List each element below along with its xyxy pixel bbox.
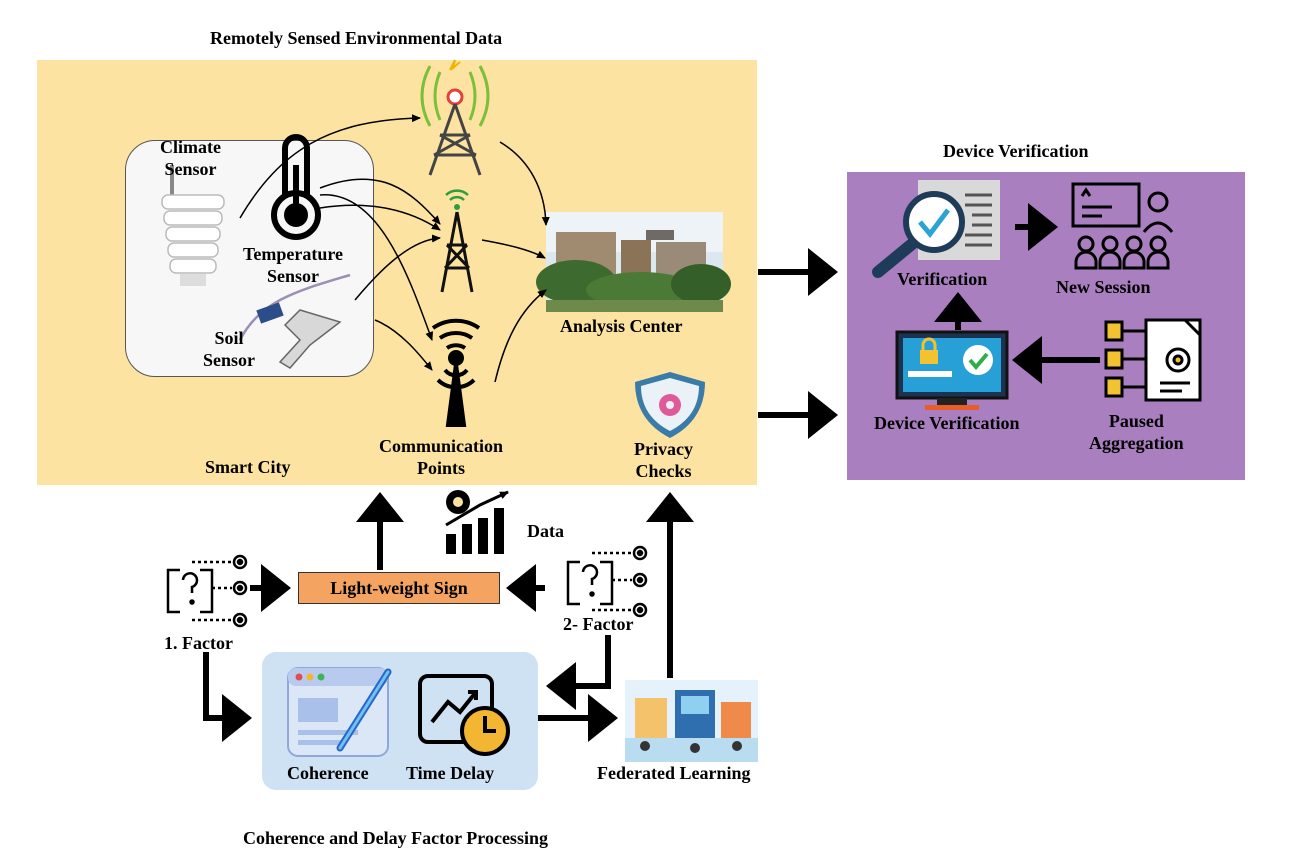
- analysis-center-label: Analysis Center: [560, 316, 683, 336]
- signal-tower-icon: [420, 59, 490, 176]
- factor1-label: 1. Factor: [164, 633, 233, 653]
- climate-sensor-label: Climate Sensor: [160, 137, 221, 179]
- device-verification-label: Device Verification: [874, 413, 1020, 433]
- communication-points-label: Communication Points: [379, 436, 504, 478]
- temperature-sensor-label: Temperature Sensor: [243, 244, 343, 286]
- coherence-label: Coherence: [287, 763, 369, 783]
- coherence-window-icon: [287, 667, 392, 757]
- soil-sensor-icon: [238, 273, 351, 369]
- analysis-center-photo: [536, 212, 731, 312]
- sensor-to-tower-arrows: [239, 114, 550, 383]
- light-weight-sign-box: Light-weight Sign: [298, 572, 500, 604]
- privacy-shield-icon: [635, 372, 705, 438]
- factor2-icon: [566, 545, 648, 618]
- monitor-lock-icon: [895, 330, 1009, 410]
- soil-sensor-label: Soil Sensor: [203, 328, 256, 370]
- federated-learning-illustration: [625, 680, 758, 762]
- wifi-tower-icon: [440, 189, 474, 293]
- time-delay-icon: [418, 674, 510, 756]
- sensor-box: [125, 140, 374, 377]
- verification-label: Verification: [897, 269, 988, 289]
- data-chart-icon: [445, 490, 509, 554]
- coherence-processing-title: Coherence and Delay Factor Processing: [243, 828, 548, 848]
- antenna-tower-icon: [431, 318, 481, 427]
- paused-aggregation-label: Paused Aggregation: [1089, 411, 1184, 453]
- to-verification-arrows: [758, 248, 838, 439]
- new-session-label: New Session: [1056, 277, 1151, 297]
- climate-sensor-icon: [161, 165, 225, 286]
- smart-city-label: Smart City: [205, 457, 291, 477]
- federated-learning-label: Federated Learning: [597, 763, 751, 783]
- time-delay-label: Time Delay: [406, 763, 495, 783]
- privacy-checks-label: Privacy Checks: [634, 439, 693, 481]
- magnifier-check-icon: [872, 180, 1000, 278]
- remote-sensed-title: Remotely Sensed Environmental Data: [210, 28, 503, 48]
- data-label: Data: [527, 521, 564, 541]
- thermometer-icon: [271, 134, 321, 240]
- document-gear-icon: [1104, 318, 1202, 402]
- factor2-label: 2- Factor: [563, 614, 634, 634]
- device-verification-title: Device Verification: [943, 141, 1089, 161]
- new-session-icon: [1071, 182, 1174, 270]
- factor1-icon: [166, 554, 248, 628]
- processing-arrows: [203, 492, 694, 742]
